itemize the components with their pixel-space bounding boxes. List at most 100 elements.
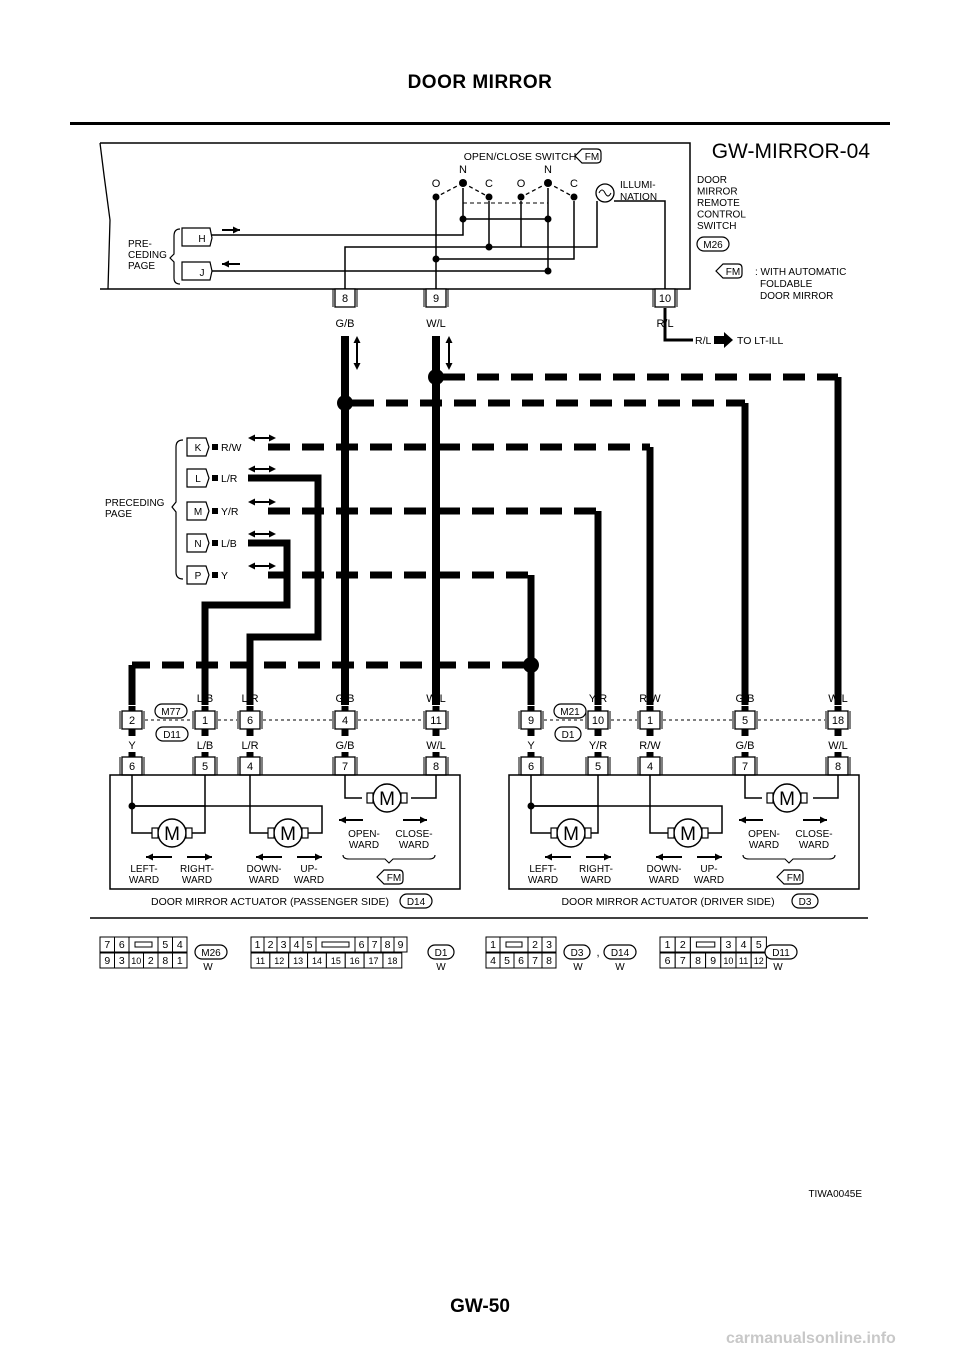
splice-dot — [544, 267, 552, 275]
passenger-actuator-open-label: OPEN- — [348, 829, 380, 840]
wire-path — [744, 775, 762, 799]
face-d1-pin: 18 — [387, 956, 397, 966]
wire-path — [614, 200, 666, 291]
fm-legend-badge-text: FM — [726, 267, 740, 278]
face-d11-pin: 9 — [710, 955, 716, 967]
switch-connector-badge — [696, 236, 730, 252]
arrow-head — [545, 853, 552, 861]
passenger-actuator-up-label: UP- — [300, 864, 317, 875]
connector-letter: K — [195, 443, 202, 454]
switch-contact-label: O — [432, 178, 441, 190]
connector-l — [186, 468, 210, 488]
arrow-head — [820, 816, 827, 824]
diagram-static-lines — [90, 142, 868, 969]
illumination-label: ILLUMI- — [620, 180, 656, 191]
joint-left-top-wire: L/B — [197, 693, 214, 705]
connector-letter: N — [194, 539, 201, 550]
wire-path — [132, 775, 206, 807]
face-d1-color: W — [436, 962, 446, 973]
header-rule — [70, 122, 890, 125]
switch-name-line: CONTROL — [697, 210, 746, 221]
joint-left-bottom-wire: L/B — [197, 740, 214, 752]
face-d3-pin: 6 — [518, 955, 524, 967]
arrow-head — [248, 530, 255, 538]
preceding-page-mid-label: PAGE — [105, 509, 132, 520]
wire-path — [813, 775, 839, 799]
face-d1-pin: 15 — [331, 956, 341, 966]
joint-left-top-wire: L/R — [241, 693, 258, 705]
face-d1-pin: 9 — [398, 939, 404, 951]
motor-brush — [185, 827, 193, 839]
face-d11-pin: 8 — [695, 955, 701, 967]
joint-right-top-wire: R/W — [639, 693, 661, 705]
wire-path — [344, 246, 489, 291]
motor-brush — [800, 792, 808, 804]
face-d1-cell — [393, 936, 408, 953]
switch-terminal-8 — [334, 288, 356, 308]
arrow-head — [353, 336, 361, 343]
arrow-head — [604, 853, 611, 861]
arrow-head — [248, 465, 255, 473]
wl-splice — [428, 369, 444, 385]
joint-left-badge-b-text: D11 — [163, 730, 181, 741]
connector-terminal — [212, 508, 218, 514]
motor-brush — [667, 827, 675, 839]
driver-actuator-fm-badge-text: FM — [787, 873, 801, 884]
driver-actuator-close-label: CLOSE- — [795, 829, 832, 840]
switch-contact — [570, 193, 578, 201]
arrow-head — [269, 434, 276, 442]
connector-h-text: H — [198, 234, 205, 245]
face-d11-pin: 5 — [756, 939, 762, 951]
switch-terminal-8-text: 8 — [342, 293, 348, 305]
page-number: GW-50 — [450, 1296, 510, 1317]
driver-actuator-down-label: WARD — [649, 875, 679, 886]
face-d3-color: W — [573, 962, 583, 973]
arrow-head — [205, 853, 212, 861]
motor-letter: M — [280, 824, 296, 845]
face-m26-pin: 5 — [162, 939, 168, 951]
joint-left-bottom-pin-text: 4 — [247, 761, 253, 773]
preceding-wire-color: L/R — [221, 473, 238, 485]
preceding-mid-bracket — [171, 439, 184, 580]
connector-terminal — [212, 572, 218, 578]
face-d1-badge — [427, 944, 455, 960]
switch-name-line: DOOR — [697, 175, 727, 186]
switch-contact-label: C — [570, 178, 578, 190]
motor-letter: M — [379, 789, 395, 810]
joint-right-badge-a — [553, 703, 587, 719]
face-d11-pin: 12 — [754, 956, 764, 966]
switch-terminal-9-text: 9 — [433, 293, 439, 305]
motor-letter: M — [164, 824, 180, 845]
wire-path — [530, 775, 551, 834]
joint-left-bottom-pin-text: 8 — [433, 761, 439, 773]
arrow-head — [715, 853, 722, 861]
driver-actuator-down-label: DOWN- — [647, 864, 682, 875]
joint-left-top-pin-text: 1 — [202, 715, 208, 727]
passenger-actuator-connector-text: D14 — [407, 897, 426, 908]
arrow-head — [269, 498, 276, 506]
arrow-head — [248, 434, 255, 442]
arrow-head — [656, 853, 663, 861]
face-separator: , — [596, 947, 599, 959]
switch-terminal-10 — [654, 288, 676, 308]
switch-fm-badge-text: FM — [585, 152, 599, 163]
preceding-wire-color: Y — [221, 570, 228, 582]
face-m26-cell — [172, 936, 188, 953]
motor-brush — [584, 827, 592, 839]
switch-contact — [485, 193, 493, 201]
preceding-bracket — [169, 228, 181, 285]
joint-left-bottom-wire: G/B — [336, 740, 355, 752]
face-d1-pin: 7 — [372, 939, 378, 951]
face-m26-pin: 2 — [148, 955, 154, 967]
wire-path — [649, 775, 670, 834]
joint-left-bottom-wire: W/L — [426, 740, 446, 752]
driver-actuator-title: DOOR MIRROR ACTUATOR (DRIVER SIDE) — [561, 896, 774, 908]
face-d3-pin: 4 — [490, 955, 496, 967]
joint-right-bottom-wire: R/W — [639, 740, 661, 752]
joint-right-top-pin-text: 18 — [832, 715, 844, 727]
face-d3-pin: 3 — [546, 939, 552, 951]
driver-actuator-box — [508, 774, 860, 890]
joint-right-bottom-pin-text: 5 — [595, 761, 601, 773]
driver-actuator-fm-badge — [776, 869, 804, 885]
face-m26-pin: 10 — [131, 956, 141, 966]
